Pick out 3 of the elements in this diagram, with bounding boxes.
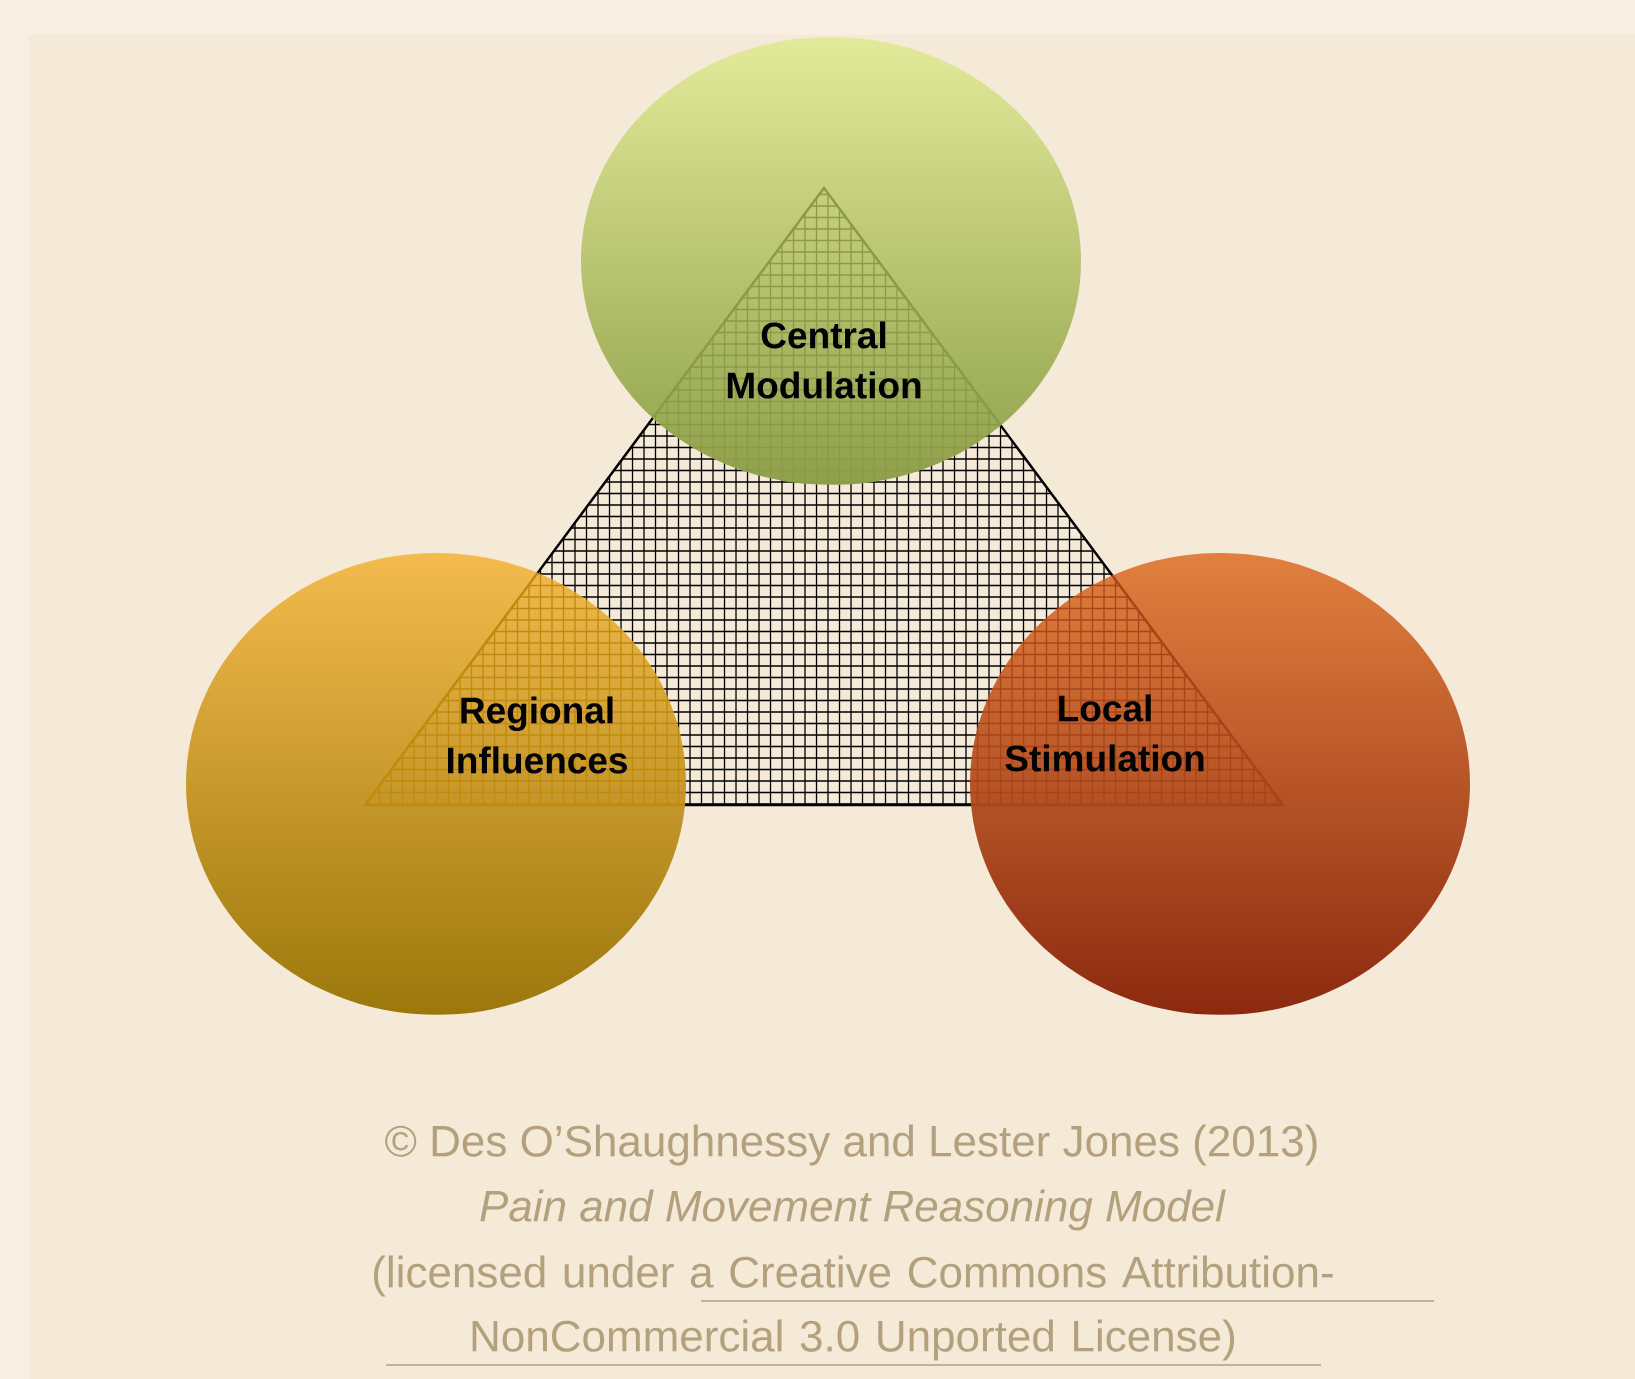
license-note: (licensed under a Creative Commons Attribution-NonCommercial 3.0 Unported License): [374, 1255, 1435, 1366]
credit-line: © Des O’Shaughnessy and Lester Jones (2013): [385, 1124, 1317, 1166]
model-title: Pain and Movement Reasoning Model: [480, 1189, 1226, 1231]
